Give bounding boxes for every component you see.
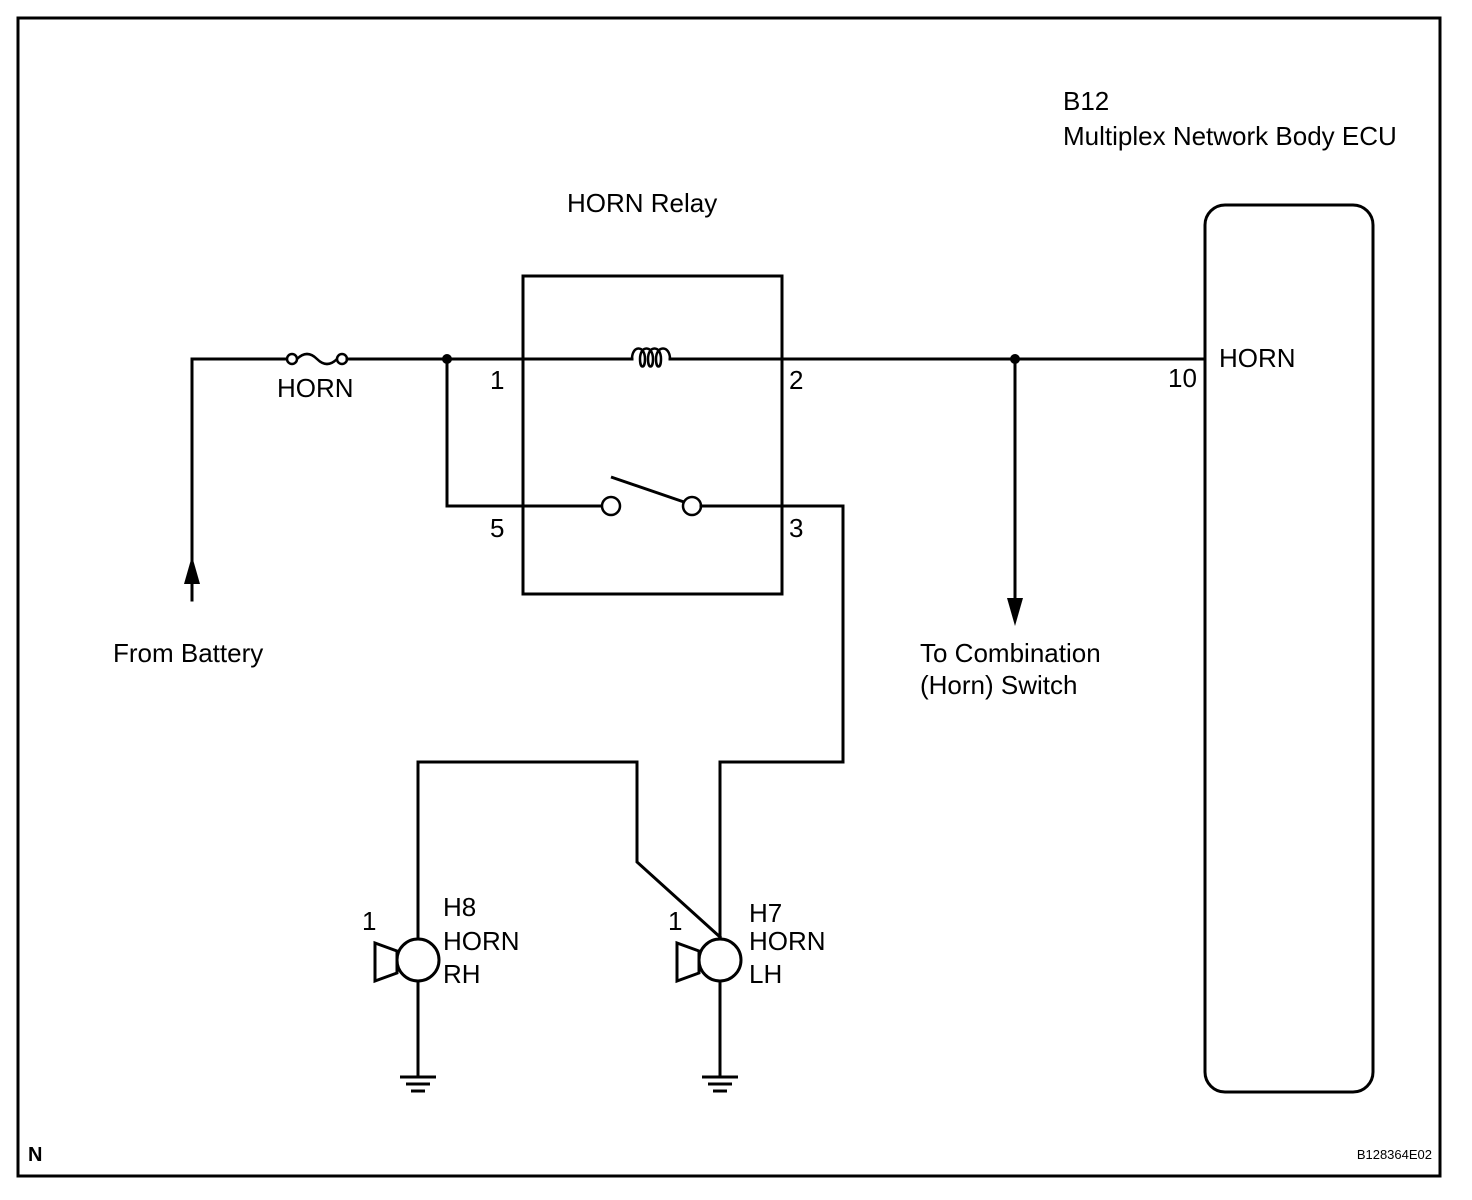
relay-pin-2: 2 [789, 365, 803, 395]
relay-contact-b [681, 495, 703, 517]
battery-label: From Battery [113, 638, 263, 668]
horn-rh-feed-wire [416, 760, 723, 944]
footer-left: N [28, 1144, 42, 1166]
fuse-label: HORN [277, 373, 354, 403]
relay-pin-3: 3 [789, 513, 803, 543]
relay-coil-symbol [630, 347, 672, 368]
horn-rh-name: HORN [443, 926, 520, 956]
relay-title: HORN Relay [567, 188, 717, 218]
horn-rh-pin: 1 [362, 906, 376, 936]
fuse-symbol [285, 352, 349, 366]
footer-right: B128364E02 [1357, 1147, 1432, 1162]
horn-rh-side: RH [443, 959, 481, 989]
ecu-name: Multiplex Network Body ECU [1063, 121, 1397, 151]
horn-lh-pin: 1 [668, 906, 682, 936]
horn-rh-code: H8 [443, 892, 476, 922]
switch-dest-line1: To Combination [920, 638, 1101, 668]
relay-contact-wire-in [445, 357, 604, 508]
relay-pin-5: 5 [490, 513, 504, 543]
ecu-pin-number: 10 [1168, 363, 1197, 393]
horn-lh-code: H7 [749, 898, 782, 928]
relay-contact-arm [610, 475, 685, 504]
battery-wire [190, 357, 290, 602]
ecu-code: B12 [1063, 86, 1109, 116]
relay-box [521, 274, 784, 596]
horn-lh-name: HORN [749, 926, 826, 956]
horn-rh-symbol [373, 937, 441, 984]
horn-rh-ground-icon [400, 1075, 436, 1093]
horn-lh-symbol [675, 937, 743, 984]
relay-pin-1: 1 [490, 365, 504, 395]
battery-arrow [184, 556, 200, 584]
diagram-frame [16, 16, 1442, 1178]
relay-contact-wire-out [699, 504, 845, 944]
ecu-pin-label: HORN [1219, 343, 1296, 373]
relay-contact-a [600, 495, 622, 517]
horn-lh-ground-icon [702, 1075, 738, 1093]
horn-lh-side: LH [749, 959, 782, 989]
switch-dest-line2: (Horn) Switch [920, 670, 1077, 700]
switch-arrow [1007, 598, 1023, 626]
ecu-block [1203, 203, 1375, 1094]
